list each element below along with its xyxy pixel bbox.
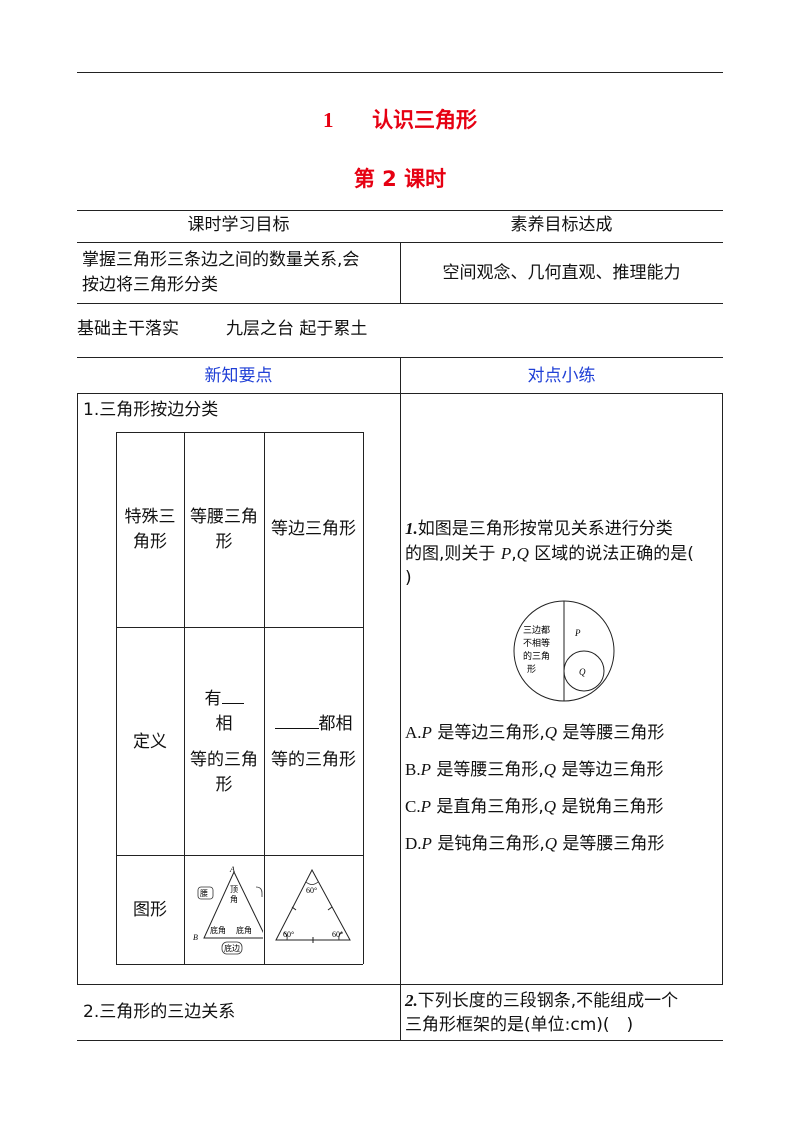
leg-label: 腰	[200, 889, 208, 898]
diagram-left-line1: 三边都	[523, 625, 550, 635]
q2-line1: 2.下列长度的三段钢条,不能组成一个	[405, 991, 679, 1011]
q1-option-c[interactable]: C.P 是直角三角形,Q 是锐角三角形	[405, 797, 664, 817]
def-iso-line2: 相	[215, 714, 233, 734]
goal-text-line1: 掌握三角形三条边之间的数量关系,会	[82, 250, 360, 270]
definition-label: 定义	[133, 732, 167, 752]
angle-right-label: 60°	[332, 930, 343, 939]
special-label-2: 角形	[133, 532, 167, 552]
def-iso-line1: 有	[184, 687, 264, 712]
def-equi-line2: 等的三角形	[271, 750, 356, 770]
goals-header-lesson: 课时学习目标	[187, 215, 290, 235]
diagram-q-label: Q	[579, 667, 586, 677]
isosceles-label-1: 等腰三角	[190, 507, 258, 527]
point2-title: 2.三角形的三边关系	[83, 1002, 236, 1022]
period-title: 第 2 课时	[353, 167, 447, 191]
q1-number: 1.	[405, 519, 418, 538]
left-header: 新知要点	[204, 366, 273, 386]
vertex-a-label: A	[229, 865, 235, 874]
figure-label: 图形	[133, 900, 167, 920]
point1-title: 1.三角形按边分类	[83, 400, 219, 420]
lesson-number: 1	[322, 108, 334, 132]
blank-underline	[221, 687, 244, 704]
special-label-1: 特殊三	[124, 507, 176, 527]
apex-angle-label-1: 顶	[230, 885, 238, 894]
diagram-left-line4: 形	[527, 663, 536, 674]
base-angle-right-label: 底角	[236, 925, 252, 935]
def-iso-line3: 等的三角	[190, 750, 258, 770]
base-label: 底边	[224, 943, 240, 953]
diagram-p-label: P	[574, 628, 581, 638]
q2-line2: 三角形框架的是(单位:cm)( )	[405, 1015, 634, 1035]
apex-angle-label-2: 角	[230, 894, 238, 904]
isosceles-label-2: 形	[215, 532, 233, 552]
section-label: 基础主干落实	[77, 319, 179, 339]
isosceles-triangle-figure: A B 腰 顶 角 底角 底角 底边	[193, 865, 263, 955]
section-motto: 九层之台 起于累土	[226, 319, 368, 339]
def-equi-line1: 都相	[264, 712, 363, 737]
q1-option-d[interactable]: D.P 是钝角三角形,Q 是等腰三角形	[405, 834, 665, 854]
lesson-title: 1 认识三角形	[0, 104, 800, 134]
q1-option-b[interactable]: B.P 是等腰三角形,Q 是等边三角形	[405, 760, 664, 780]
top-rule	[77, 72, 723, 73]
q1-option-a[interactable]: A.P 是等边三角形,Q 是等腰三角形	[405, 723, 665, 743]
diagram-left-line3: 的三角	[523, 650, 550, 661]
classification-diagram: 三边都 不相等 的三角 形 P Q	[513, 600, 615, 702]
lesson-title-text: 认识三角形	[372, 108, 478, 132]
q1-line2: 的图,则关于 P,Q 区域的说法正确的是(	[405, 544, 694, 564]
equilateral-triangle-figure: 60° 60° 60°	[275, 868, 351, 943]
base-angle-left-label: 底角	[210, 925, 226, 935]
blank-underline	[274, 712, 319, 729]
q2-number: 2.	[405, 991, 418, 1010]
q1-line1: 1.如图是三角形按常见关系进行分类	[405, 519, 673, 539]
angle-left-label: 60°	[283, 930, 294, 939]
vertex-b-label: B	[193, 933, 198, 942]
diagram-left-line2: 不相等	[523, 637, 550, 648]
goals-header-literacy: 素养目标达成	[510, 215, 613, 235]
literacy-text: 空间观念、几何直观、推理能力	[442, 263, 681, 283]
angle-top-label: 60°	[306, 886, 317, 895]
goal-text-line2: 按边将三角形分类	[82, 275, 218, 295]
equilateral-label: 等边三角形	[271, 519, 356, 539]
def-iso-line4: 形	[215, 775, 233, 795]
right-header: 对点小练	[527, 366, 596, 386]
q1-line3: )	[405, 568, 412, 588]
